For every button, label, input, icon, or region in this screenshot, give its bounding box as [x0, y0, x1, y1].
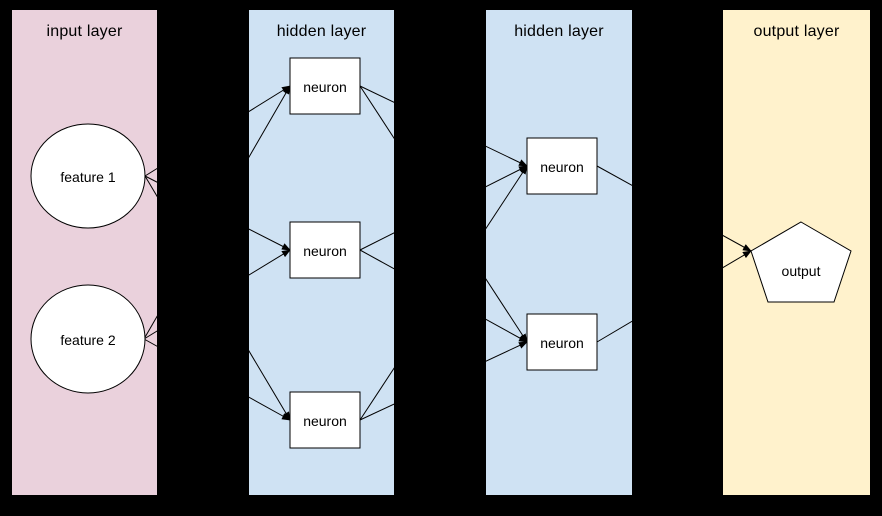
edge-feature2-h1n2	[143, 249, 291, 340]
node-hidden2-neuron-1	[526, 137, 598, 195]
edge-h1n1-h2n2	[359, 85, 528, 343]
node-label-h1n3: neuron	[303, 413, 347, 429]
edge-h2n2-out1	[596, 250, 752, 343]
node-label-feature-2: feature 2	[60, 332, 115, 348]
edge-h1n2-h2n1	[359, 165, 528, 251]
edge-lines	[143, 85, 752, 421]
layer-title-input: input layer	[46, 23, 123, 40]
edge-feature1-h1n1	[144, 85, 291, 177]
node-label-output: output	[782, 263, 821, 279]
edge-feature2-h1n1	[143, 85, 291, 340]
node-feature-1	[30, 123, 146, 229]
node-hidden1-neuron-1	[289, 57, 361, 115]
layer-panel-hidden-2: hidden layer	[486, 10, 632, 495]
edge-feature1-h1n2	[144, 175, 291, 251]
edge-h1n3-h2n1	[359, 165, 528, 421]
edge-feature2-h1n3	[143, 338, 291, 421]
node-label-feature-1: feature 1	[60, 169, 115, 185]
node-label-h2n1: neuron	[540, 159, 584, 175]
edge-feature1-h1n3	[144, 175, 291, 421]
node-label-h1n2: neuron	[303, 243, 347, 259]
edge-h2n1-out1	[596, 165, 752, 252]
node-label-h2n2: neuron	[540, 335, 584, 351]
layer-title-hidden-1: hidden layer	[276, 23, 367, 40]
layer-title-output: output layer	[753, 23, 840, 40]
node-feature-2	[30, 284, 146, 394]
node-label-h1n1: neuron	[303, 79, 347, 95]
node-hidden1-neuron-3	[289, 391, 361, 449]
edge-h1n1-h2n1	[359, 85, 528, 167]
node-output-pentagon	[750, 221, 852, 303]
layer-title-hidden-2: hidden layer	[514, 23, 604, 40]
node-hidden2-neuron-2	[526, 313, 598, 371]
edge-h1n3-h2n2	[359, 341, 528, 421]
edge-h1n2-h2n2	[359, 249, 528, 343]
node-hidden1-neuron-2	[289, 221, 361, 279]
layer-panel-input: input layer	[12, 10, 157, 495]
